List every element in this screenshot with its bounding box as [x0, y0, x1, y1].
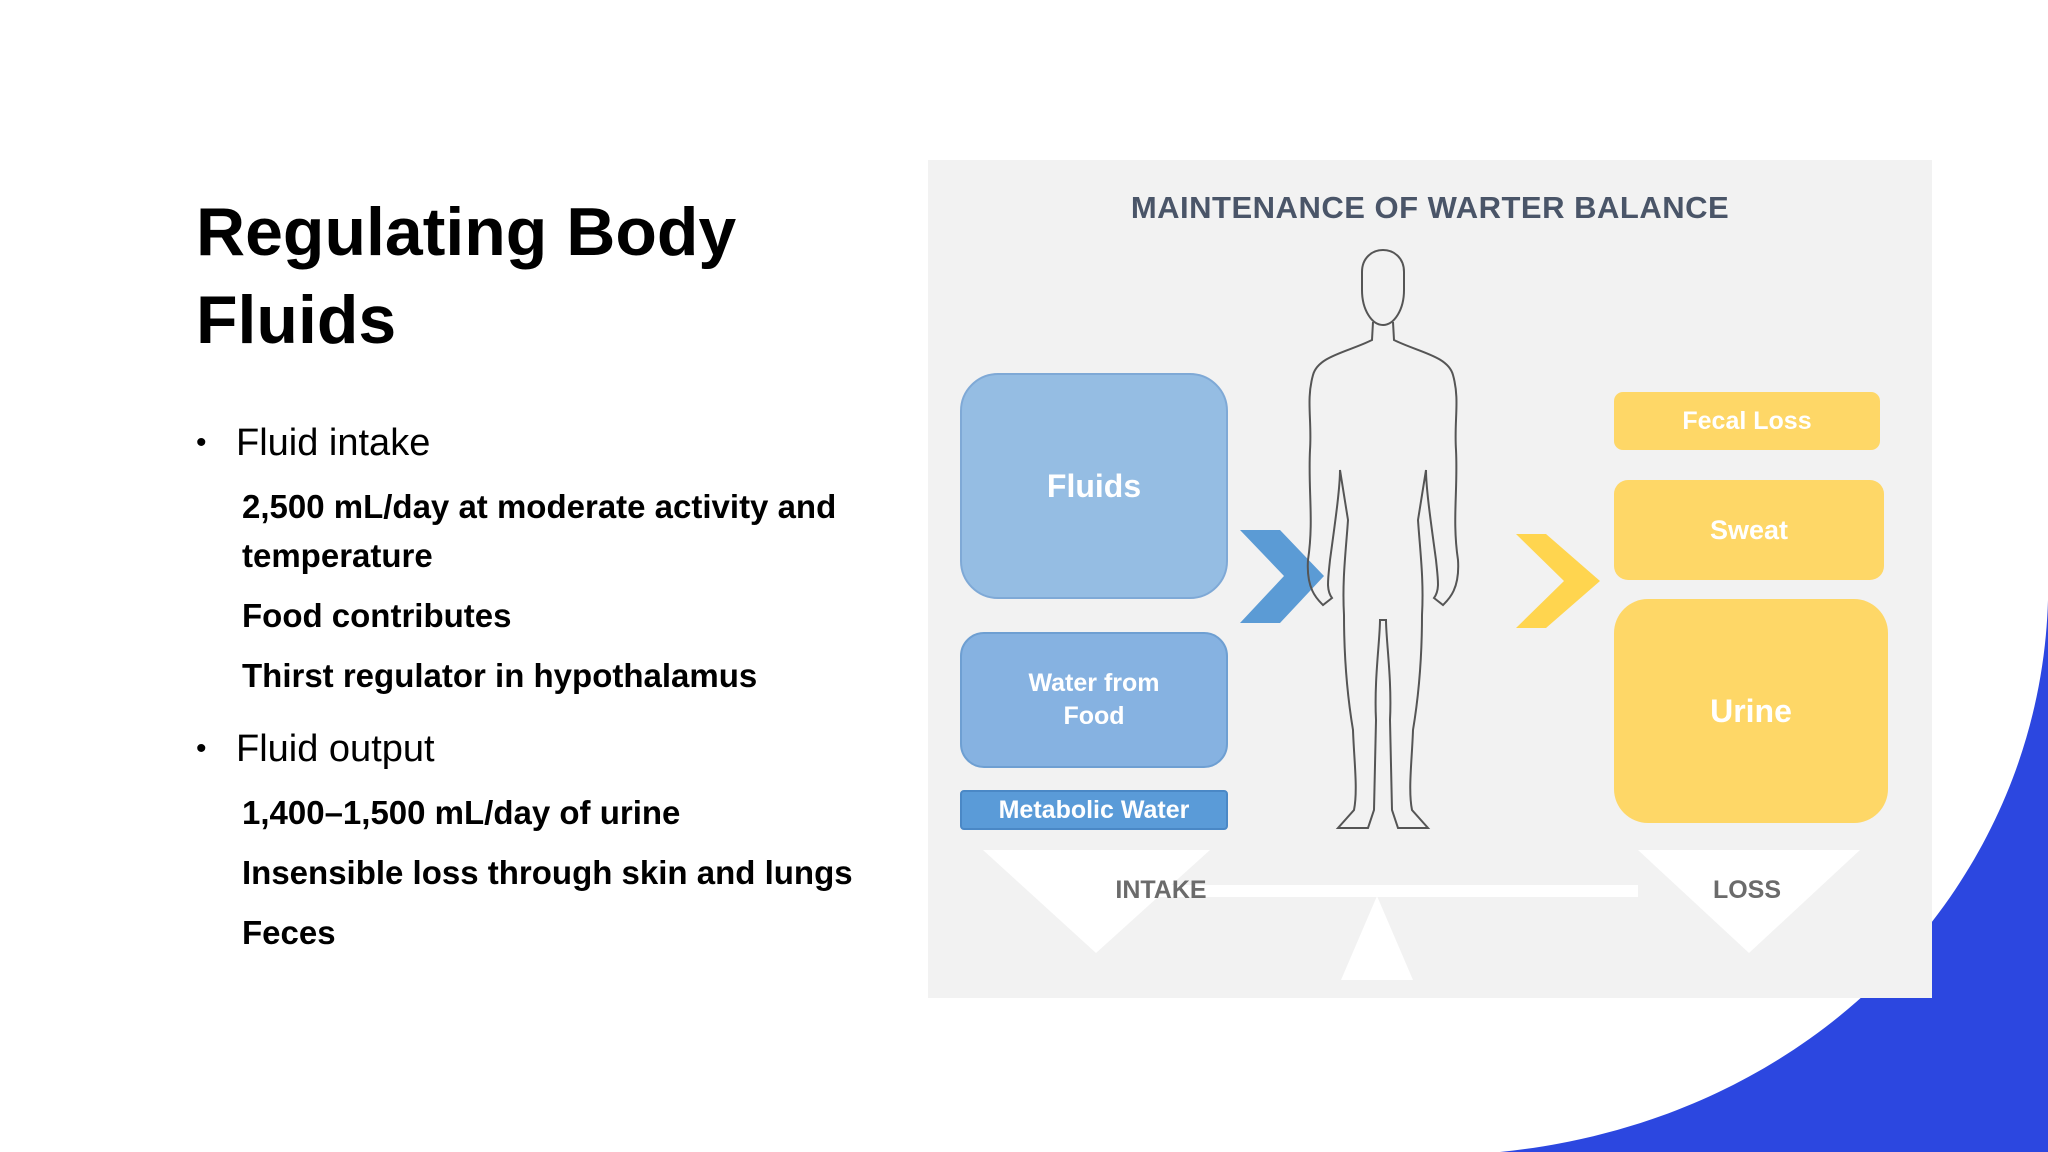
bullet-dot: •: [196, 426, 207, 459]
intake-arrow-icon: [1240, 530, 1324, 623]
loss-label: LOSS: [1712, 876, 1782, 904]
output-detail: Insensible loss through skin and lungs: [242, 854, 853, 891]
loss-pan: [1638, 850, 1860, 953]
bullet-label: Fluid intake: [236, 421, 431, 464]
bullet-fluid-intake: • Fluid intake: [196, 418, 916, 468]
intake-fluids-box: Fluids: [960, 373, 1228, 599]
loss-arrow-icon: [1516, 534, 1600, 628]
loss-sweat-box: Sweat: [1614, 480, 1884, 580]
intake-detail: Thirst regulator in hypothalamus: [242, 657, 758, 694]
output-detail: 1,400–1,500 mL/day of urine: [242, 794, 681, 831]
intake-detail: Food contributes: [242, 597, 512, 634]
diagram-graphics: [983, 248, 1860, 980]
intake-detail: 2,500 mL/day at moderate activity and te…: [242, 488, 837, 574]
intake-details: 2,500 mL/day at moderate activity and te…: [196, 482, 916, 700]
diagram-title: MAINTENANCE OF WARTER BALANCE: [1130, 190, 1730, 225]
scale-beam: [1078, 885, 1638, 897]
intake-label: INTAKE: [1115, 876, 1207, 904]
intake-food-box: Water from Food: [960, 632, 1228, 768]
intake-pan: [983, 850, 1210, 953]
bullet-fluid-output: • Fluid output: [196, 724, 916, 774]
slide-title: Regulating Body Fluids: [196, 194, 737, 358]
bullet-list: • Fluid intake 2,500 mL/day at moderate …: [196, 418, 916, 981]
scale-pivot: [1341, 896, 1413, 980]
intake-metabolic-box: Metabolic Water: [960, 790, 1228, 830]
bullet-label: Fluid output: [236, 727, 435, 770]
loss-urine-box: Urine: [1614, 599, 1888, 823]
output-detail: Feces: [242, 914, 336, 951]
loss-fecal-box: Fecal Loss: [1614, 392, 1880, 450]
bullet-dot: •: [196, 732, 207, 765]
water-balance-diagram: MAINTENANCE OF WARTER BALANCE Fluids Wat…: [928, 160, 1932, 998]
human-figure-icon: [1306, 248, 1460, 829]
output-details: 1,400–1,500 mL/day of urine Insensible l…: [196, 788, 916, 957]
